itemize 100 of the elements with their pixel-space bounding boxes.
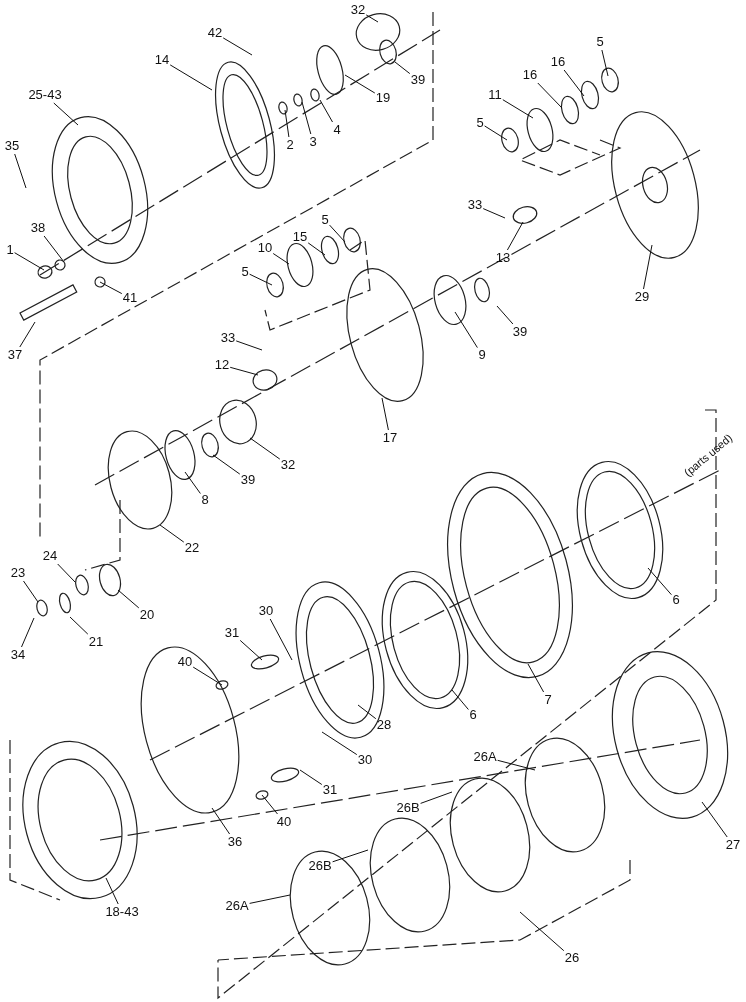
callout-number: 37 (7, 348, 23, 362)
callout-number: 10 (257, 241, 273, 255)
leader-line (57, 563, 76, 583)
leader-line (365, 14, 379, 23)
callout-number: 26 (564, 951, 580, 965)
leader-line (502, 99, 534, 119)
callout-number: 16 (522, 68, 538, 82)
leader-line (454, 311, 478, 349)
leader-line (261, 794, 278, 815)
callout-number: 34 (10, 648, 26, 662)
callout-number: 33 (220, 331, 236, 345)
leader-line (496, 305, 514, 325)
leader-line (192, 666, 223, 686)
leader-line (99, 281, 123, 295)
callout-number: 42 (207, 26, 223, 40)
leader-line (332, 849, 369, 863)
leader-line (299, 769, 323, 785)
leader-line (211, 807, 231, 835)
leader-line (21, 617, 35, 648)
callout-number: 31 (224, 626, 240, 640)
leader-line (420, 791, 453, 804)
leader-line (222, 37, 253, 56)
callout-number: 23 (10, 566, 26, 580)
callout-number: 15 (292, 230, 308, 244)
callout-number: 30 (258, 604, 274, 618)
callout-number: 26B (308, 859, 332, 873)
leader-line (527, 663, 545, 693)
leader-line (482, 208, 506, 219)
leader-line (357, 704, 377, 720)
leader-line (249, 273, 273, 286)
callout-number: 40 (177, 655, 193, 669)
callout-number: 39 (410, 73, 426, 87)
callout-number: 1 (6, 243, 14, 257)
leader-line (69, 616, 89, 635)
leader-line (169, 64, 213, 91)
leader-line (14, 153, 27, 189)
leader-line (344, 74, 376, 94)
leader-line (212, 454, 241, 475)
callout-number: 21 (88, 635, 104, 649)
leader-line (701, 801, 728, 838)
callout-number: 16 (550, 55, 566, 69)
leader-line (394, 61, 411, 75)
callout-number: 27 (725, 838, 741, 852)
callout-number: 39 (512, 325, 528, 339)
callout-number: 20 (139, 608, 155, 622)
leader-line (159, 524, 185, 543)
callout-number: 32 (350, 3, 366, 17)
callout-number: 5 (596, 35, 604, 49)
callout-number: 5 (476, 116, 484, 130)
callout-number: 39 (240, 473, 256, 487)
callout-number: 26A (473, 750, 497, 764)
leader-line (321, 731, 358, 756)
callout-number: 6 (469, 708, 477, 722)
callout-number: 4 (333, 123, 341, 137)
callout-number: 11 (488, 88, 502, 102)
callout-number: 38 (30, 221, 46, 235)
leader-line (563, 69, 585, 97)
leader-line (537, 82, 563, 109)
callout-number: 18-43 (105, 905, 139, 919)
leader-line (117, 589, 140, 609)
leader-line (284, 109, 290, 138)
callout-number: 6 (672, 593, 680, 607)
leader-line (23, 580, 39, 603)
leader-line (19, 321, 36, 348)
leader-line (506, 221, 524, 251)
callout-number: 36 (227, 835, 243, 849)
callout-number: 35 (4, 139, 20, 153)
leader-line (484, 125, 508, 141)
callout-number: 2 (286, 138, 294, 152)
callout-number: 33 (467, 198, 483, 212)
callout-number: 5 (321, 213, 329, 227)
callout-number: 13 (495, 251, 511, 265)
callout-number: 7 (544, 693, 552, 707)
leader-line (519, 911, 565, 952)
callout-number: 12 (214, 358, 230, 372)
callout-number: 40 (276, 815, 292, 829)
callout-number: 3 (309, 135, 317, 149)
leader-line (643, 244, 653, 290)
leader-line (235, 340, 263, 351)
leader-line (301, 101, 312, 135)
leader-line (329, 224, 346, 243)
callout-number: 24 (42, 549, 58, 563)
callout-number: 30 (357, 753, 373, 767)
callout-number: 9 (478, 348, 486, 362)
leader-line (184, 471, 201, 494)
callout-number: 32 (280, 458, 296, 472)
callout-number: 19 (375, 91, 391, 105)
callout-number: 5 (241, 265, 249, 279)
leader-line (229, 366, 259, 376)
leader-line (272, 253, 290, 265)
callout-number: 29 (634, 290, 650, 304)
leader-line (601, 49, 609, 77)
leader-line (307, 242, 326, 256)
callout-number: 14 (154, 53, 170, 67)
leader-line (381, 397, 389, 431)
callout-number: 41 (122, 291, 138, 305)
leader-line (497, 759, 536, 771)
leader-line (249, 437, 281, 460)
callout-number: 17 (382, 431, 398, 445)
leader-line (269, 618, 293, 661)
